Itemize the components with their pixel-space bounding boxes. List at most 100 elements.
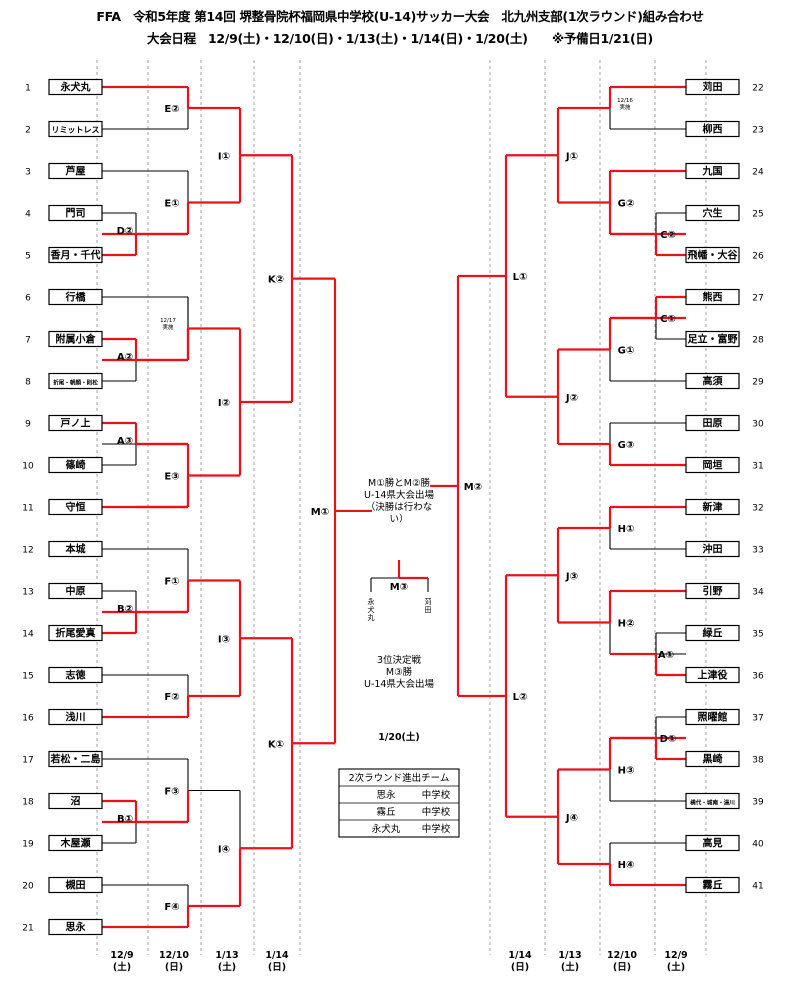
team-box [48,876,103,894]
team-name: 志徳 [66,669,86,682]
team-box [48,120,103,138]
team-number: 26 [752,252,764,262]
team-number: 9 [25,420,31,430]
team-name: 高須 [703,375,724,388]
team-box [685,498,740,516]
team-box [48,330,103,348]
match-label-i4: I④ [218,844,230,855]
team-name: 穴生 [703,207,723,220]
round-date: (土) [561,961,579,973]
match-label-j1: J① [565,151,578,162]
match-label-i2: I② [218,398,230,409]
team-entry: 9 戸ノ上 [25,414,103,432]
team-name: 折尾・朝顔・則松 [53,379,98,387]
team-entry: 黒崎 38 [685,750,764,768]
match-label-j2: J② [565,393,578,404]
team-box [48,162,103,180]
round-date: 12/10 [159,950,189,961]
advance-note: M①勝とM②勝 [368,477,430,489]
match-label-a1: A① [658,650,674,661]
team-name: 沖田 [703,543,723,556]
team-name: 岡垣 [703,459,723,472]
team-number: 41 [752,882,763,892]
match-label-a2: A② [117,352,133,363]
match-label-m1: M① [311,507,329,518]
team-box [685,372,740,390]
team-name: 折尾愛真 [56,627,96,640]
third-place-left-team: 犬 [368,605,375,614]
team-name: 黒崎 [703,753,723,766]
team-box [48,624,103,642]
team-number: 14 [22,630,34,640]
team-name: 新津 [703,501,723,514]
match-label-l1: L① [513,272,528,283]
winning-path-lines [102,85,686,929]
team-name: 永犬丸 [60,81,92,94]
match-label-i1: I① [218,151,230,162]
team-name: 附属小倉 [56,333,97,346]
team-number: 38 [752,756,764,766]
round-date: (土) [218,961,236,973]
team-name: 木屋瀬 [60,837,91,850]
team-number: 7 [25,336,31,346]
match-label-g3: G③ [618,440,635,451]
match-label-l2: L② [513,692,528,703]
team-number: 17 [22,756,33,766]
round-date: 1/13 [215,950,238,961]
third-place-right-team: 苅 [425,597,432,606]
legend-team: 思永 [376,789,396,801]
match-label-e3: E③ [164,472,179,483]
team-box [685,162,740,180]
match-note: 実施 [619,103,631,111]
match-label-a3: A③ [117,436,133,447]
team-box [48,288,103,306]
team-box [685,120,740,138]
match-label-b2: B② [117,604,133,615]
team-box [48,246,103,264]
team-number: 6 [25,294,31,304]
team-name: 緑丘 [703,627,723,640]
team-box [48,498,103,516]
team-name: 九国 [702,165,723,178]
team-number: 16 [22,714,34,724]
team-name: 思永 [66,921,87,934]
team-box [685,78,740,96]
team-box [685,414,740,432]
team-box [48,666,103,684]
team-number: 27 [752,294,763,304]
round-date: 1/14 [508,950,532,961]
team-name: 田原 [703,418,723,430]
team-name: 篠崎 [66,459,86,472]
legend-team: 霧丘 [376,807,396,818]
match-labels: D②A②A③B②B①E②E①E③F①F②F③F④I①I②I③I④K②K①M①C②… [117,98,677,913]
team-number: 13 [22,588,33,598]
match-label-e1: E① [164,199,179,210]
team-number: 22 [752,84,763,94]
team-number: 25 [752,210,763,220]
team-name: 芦屋 [66,165,86,178]
match-label-c1: C① [660,314,676,325]
team-name: 戸ノ上 [61,417,91,430]
match-label-j3: J③ [565,571,578,582]
